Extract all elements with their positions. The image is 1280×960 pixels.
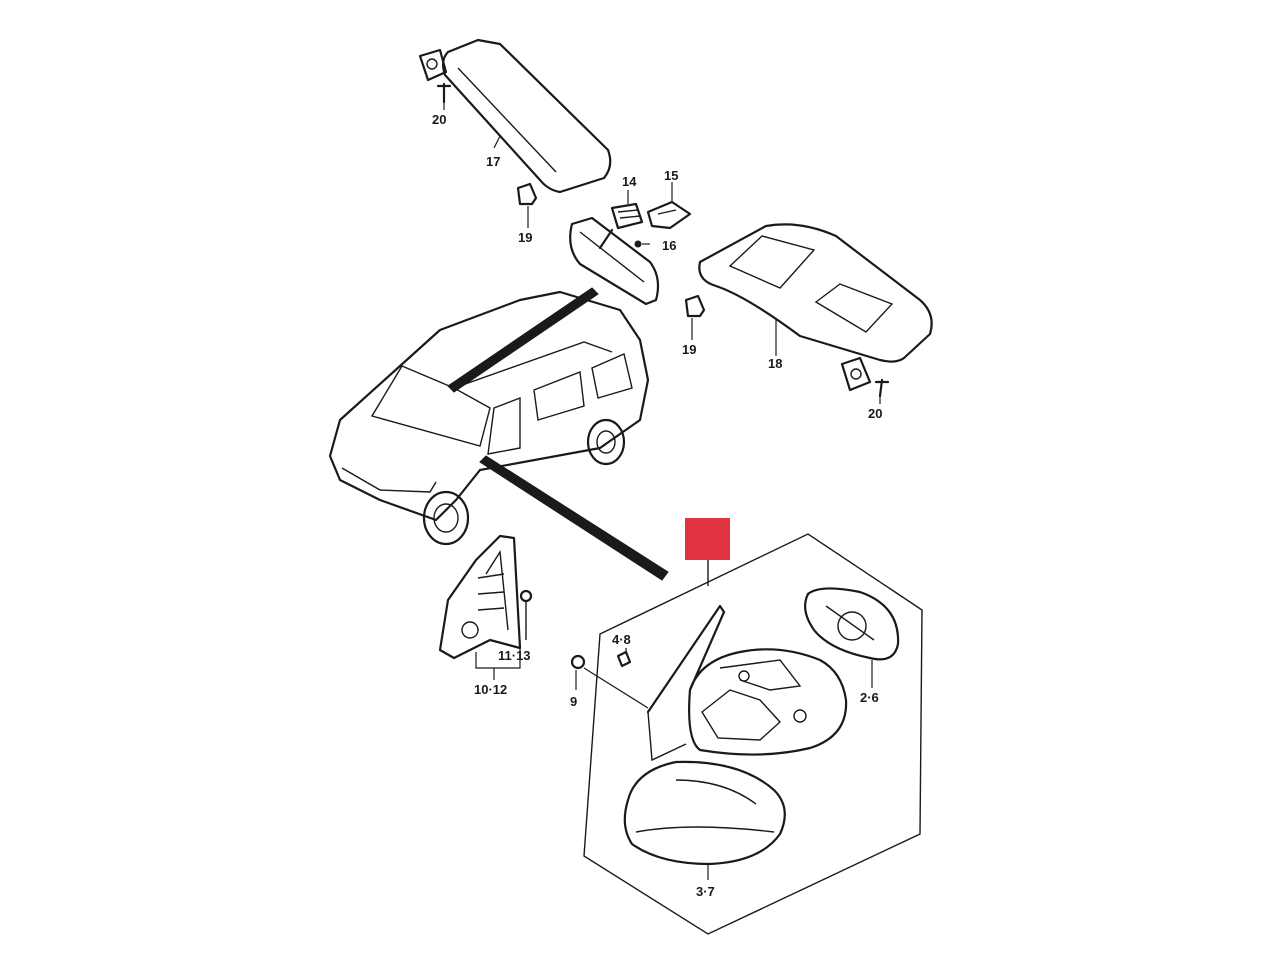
callout-18: 18 bbox=[768, 356, 782, 371]
sun-visor-right bbox=[698, 223, 933, 363]
callout-9: 9 bbox=[570, 694, 577, 709]
sun-visor-left bbox=[441, 38, 612, 194]
callout-2-6: 2·6 bbox=[860, 690, 879, 705]
vehicle-outline bbox=[328, 290, 650, 546]
rear-view-mirror bbox=[569, 216, 660, 306]
leader-to-rear-mirror bbox=[447, 287, 599, 393]
clip-11-13 bbox=[519, 589, 533, 640]
mirror-mount-14 bbox=[610, 202, 644, 230]
leader-lines bbox=[443, 102, 881, 880]
bolt-9 bbox=[570, 654, 649, 709]
callout-10-12: 10·12 bbox=[474, 682, 507, 697]
screw-16 bbox=[634, 240, 642, 248]
mirror-cover-3-7 bbox=[623, 760, 786, 866]
callout-17: 17 bbox=[486, 154, 500, 169]
side-mirror-assembly-frame bbox=[583, 533, 923, 935]
mirror-garnish-inner bbox=[438, 534, 522, 660]
callout-11-13: 11·13 bbox=[498, 648, 531, 663]
leader-to-side-mirror bbox=[479, 455, 669, 581]
mirror-cover-15 bbox=[646, 200, 692, 230]
callout-3-7: 3·7 bbox=[696, 884, 715, 899]
callout-4-8: 4·8 bbox=[612, 632, 631, 647]
callout-19-right: 19 bbox=[682, 342, 696, 357]
callout-15: 15 bbox=[664, 168, 678, 183]
visor-clip-top-left bbox=[418, 48, 448, 82]
callout-19-left: 19 bbox=[518, 230, 532, 245]
callout-20-left: 20 bbox=[432, 112, 446, 127]
visor-holder-19-left bbox=[516, 182, 538, 206]
side-mirror-housing bbox=[646, 604, 848, 762]
visor-clip-right bbox=[840, 356, 872, 392]
mirror-glass-2-6 bbox=[803, 587, 900, 661]
highlight-badge-box bbox=[685, 518, 730, 560]
callout-labels: 20 17 14 15 16 19 19 18 20 4·8 9 11·13 1… bbox=[432, 112, 882, 899]
callout-16: 16 bbox=[662, 238, 676, 253]
screw-20-left bbox=[436, 82, 452, 104]
nut-4-8 bbox=[616, 650, 632, 668]
callout-20-right: 20 bbox=[868, 406, 882, 421]
callout-14: 14 bbox=[622, 174, 637, 189]
screw-20-right bbox=[874, 378, 890, 398]
visor-holder-19-right bbox=[684, 294, 706, 318]
